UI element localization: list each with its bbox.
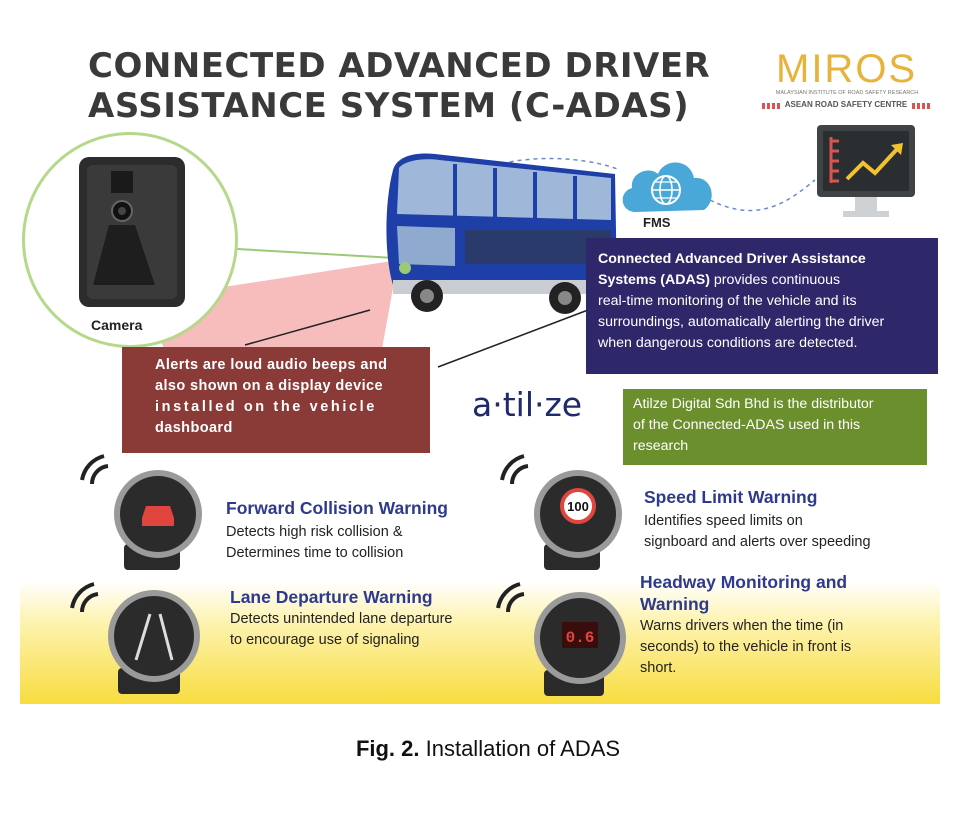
hmw-title-2: Warning: [640, 594, 710, 614]
miros-logo: MIROS MALAYSIAN INSTITUTE OF ROAD SAFETY…: [762, 48, 930, 118]
cadas-line-5: when dangerous conditions are detected.: [598, 335, 858, 351]
hmw-device-icon: 0.6: [496, 582, 626, 696]
slw-title: Speed Limit Warning: [644, 487, 818, 507]
ldw-desc-2: to encourage use of signaling: [230, 632, 420, 648]
ldw-desc-1: Detects unintended lane departure: [230, 611, 453, 627]
cadas-line-2-rest: provides continuous: [709, 272, 841, 288]
cadas-bold-line-2: Systems (ADAS): [598, 272, 710, 288]
atilze-logo: a·til·ze: [472, 385, 583, 424]
caption-text: Installation of ADAS: [419, 736, 621, 761]
feature-headway-monitoring: Headway Monitoring and Warning Warns dri…: [640, 571, 851, 679]
camera-icon: [79, 157, 185, 307]
atilze-line-3: research: [633, 438, 689, 454]
alert-description-box: Alerts are loud audio beeps and also sho…: [122, 347, 430, 453]
headway-value: 0.6: [566, 629, 595, 647]
alert-line-1: Alerts are loud audio beeps and: [155, 357, 388, 373]
title-line-1: CONNECTED ADVANCED DRIVER: [88, 46, 711, 86]
caption-label: Fig. 2.: [355, 736, 420, 761]
slw-desc-1: Identifies speed limits on: [644, 513, 803, 529]
camera-closeup: [22, 132, 238, 348]
feature-forward-collision: Forward Collision Warning Detects high r…: [226, 497, 448, 564]
cadas-line-4: surroundings, automatically alerting the…: [598, 314, 885, 330]
hmw-desc-2: seconds) to the vehicle in front is: [640, 639, 852, 655]
figure-caption: Fig. 2. Installation of ADAS: [0, 736, 976, 762]
cloud-icon: [622, 162, 712, 212]
page-title: CONNECTED ADVANCED DRIVER ASSISTANCE SYS…: [88, 46, 728, 126]
ldw-title: Lane Departure Warning: [230, 587, 433, 607]
feature-lane-departure: Lane Departure Warning Detects unintende…: [230, 586, 453, 651]
feature-speed-limit: Speed Limit Warning Identifies speed lim…: [644, 486, 871, 553]
hmw-title-1: Headway Monitoring and: [640, 572, 848, 592]
camera-label: Camera: [91, 317, 143, 333]
cadas-description-box: Connected Advanced Driver Assistance Sys…: [586, 238, 938, 374]
monitor-chart-icon: [817, 125, 915, 217]
title-line-2: ASSISTANCE SYSTEM (C-ADAS): [88, 86, 690, 126]
atilze-line-2: of the Connected-ADAS used in this: [633, 417, 861, 433]
hmw-desc-1: Warns drivers when the time (in: [640, 618, 844, 634]
adas-infographic: CONNECTED ADVANCED DRIVER ASSISTANCE SYS…: [20, 20, 940, 704]
miros-logo-subtitle: MALAYSIAN INSTITUTE OF ROAD SAFETY RESEA…: [775, 90, 919, 96]
fcw-desc-2: Determines time to collision: [226, 545, 404, 561]
cadas-bold-line-1: Connected Advanced Driver Assistance: [598, 251, 866, 267]
ldw-device-icon: [70, 582, 200, 694]
bus-image: [386, 153, 617, 314]
fms-label: FMS: [643, 215, 671, 230]
fcw-title: Forward Collision Warning: [226, 498, 448, 518]
fcw-device-icon: [80, 454, 202, 570]
camera-detection-area: [140, 247, 589, 368]
cadas-line-3: real-time monitoring of the vehicle and …: [598, 293, 857, 309]
miros-logo-text: MIROS: [776, 47, 918, 91]
fcw-desc-1: Detects high risk collision &: [226, 524, 403, 540]
alert-line-3: installed on the vehicle: [155, 399, 377, 415]
speed-limit-value: 100: [567, 499, 589, 514]
slw-desc-2: signboard and alerts over speeding: [644, 534, 871, 550]
slw-device-icon: 100: [500, 454, 622, 570]
atilze-line-1: Atilze Digital Sdn Bhd is the distributo…: [633, 396, 874, 412]
hmw-desc-3: short.: [640, 660, 677, 676]
asean-centre-label: ASEAN ROAD SAFETY CENTRE: [762, 100, 930, 112]
atilze-description-box: Atilze Digital Sdn Bhd is the distributo…: [623, 389, 927, 465]
alert-line-4: dashboard: [155, 420, 233, 436]
alert-line-2: also shown on a display device: [155, 378, 383, 394]
